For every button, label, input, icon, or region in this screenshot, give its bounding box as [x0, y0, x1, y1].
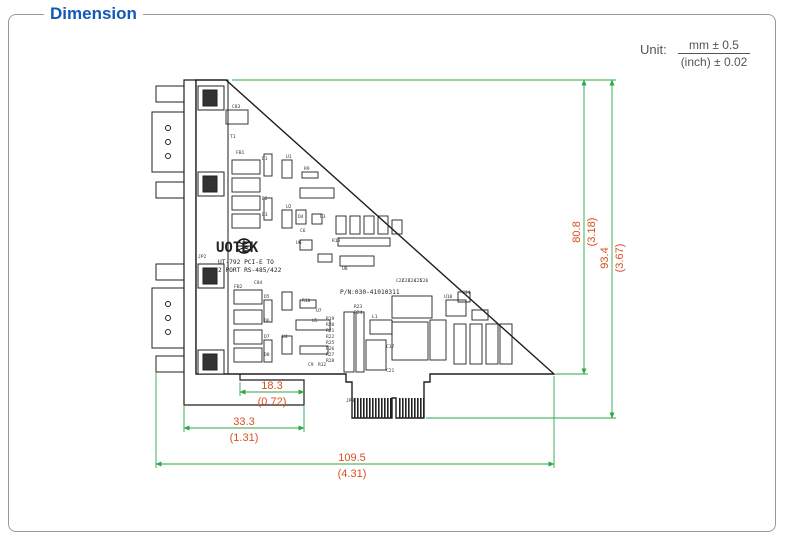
pcb-outline	[195, 79, 556, 419]
silkscreen-label: C83	[232, 104, 241, 110]
port-header-2	[197, 263, 225, 375]
silkscreen-label: U8	[342, 266, 348, 272]
silkscreen-label: U3	[320, 214, 326, 220]
silkscreen-label: U5	[312, 318, 318, 324]
db9-connector-bottom	[151, 263, 185, 373]
silkscreen-label: R28	[326, 358, 335, 364]
silkscreen-label: FB2	[234, 284, 243, 290]
part-number: P/N:030-41010311	[340, 289, 400, 296]
brand-label: UOTEK	[216, 240, 259, 256]
silkscreen-label: D5	[264, 294, 270, 300]
silkscreen-label: C9	[308, 362, 314, 368]
dim-total-height-inch: (3.67)	[614, 244, 626, 273]
silkscreen-label: R26	[326, 346, 335, 352]
pcie-fingers-left	[354, 398, 392, 418]
silkscreen-label: C22	[396, 278, 405, 284]
pcie-fingers-right	[398, 398, 424, 418]
silkscreen-label: T1	[230, 134, 236, 140]
model-line-1: UT-792 PCI-E TO	[218, 259, 274, 266]
silkscreen-label: U4	[282, 334, 288, 340]
silkscreen-label: R24	[354, 310, 363, 316]
unit-numerator: mm ± 0.5	[678, 38, 750, 54]
silkscreen-label: C23	[402, 278, 411, 284]
silkscreen-label: D3	[262, 212, 268, 218]
silkscreen-label: L1	[372, 314, 378, 320]
dim-edge-offset-mm: 33.3	[233, 416, 254, 428]
uotek-logo	[236, 238, 252, 254]
silkscreen-label: U1	[286, 154, 292, 160]
dim-bracket-tab-inch: (0.72)	[258, 396, 287, 408]
unit-denominator: (inch) ± 0.02	[680, 55, 748, 69]
silkscreen-label: JP3	[346, 398, 355, 404]
silkscreen-label: C26	[420, 278, 429, 284]
silkscreen-label: R19	[326, 316, 335, 322]
unit-fraction: mm ± 0.5 (inch) ± 0.02	[678, 38, 750, 69]
model-line-2: 2 PORT RS-485/422	[218, 267, 282, 274]
db9-connector-top	[151, 85, 185, 199]
component-footprints	[225, 109, 513, 373]
port-header-1	[197, 85, 225, 197]
silkscreen-label: C34	[462, 290, 471, 296]
silkscreen-label: R9	[304, 166, 310, 172]
silkscreen-label: R12	[318, 362, 327, 368]
dimension-lines	[155, 79, 616, 468]
silkscreen-label: R22	[326, 334, 335, 340]
silkscreen-label: R23	[354, 304, 363, 310]
silkscreen-label: R25	[326, 340, 335, 346]
dim-total-height-mm: 93.4	[599, 247, 611, 268]
silkscreen-label: JP2	[198, 254, 207, 260]
silkscreen-label: D7	[264, 334, 270, 340]
silkscreen-label: D8	[264, 352, 270, 358]
silkscreen-label: U7	[316, 308, 322, 314]
silkscreen-label: C6	[300, 228, 306, 234]
silkscreen-label: C21	[386, 368, 395, 374]
dim-total-length-mm: 109.5	[338, 452, 366, 464]
silkscreen-label: U2	[286, 204, 292, 210]
silkscreen-label: D2	[262, 196, 268, 202]
dim-total-length-inch: (4.31)	[338, 468, 367, 480]
silkscreen-label: R20	[326, 322, 335, 328]
dim-board-height-mm: 80.8	[571, 221, 583, 242]
dim-edge-offset-inch: (1.31)	[230, 432, 259, 444]
unit-label: Unit:	[640, 42, 667, 57]
silkscreen-label: D4	[298, 214, 304, 220]
silkscreen-label: C25	[414, 278, 423, 284]
silkscreen-label: FB1	[236, 150, 245, 156]
silkscreen-label: C84	[254, 280, 263, 286]
silkscreen-label: D6	[264, 318, 270, 324]
dim-bracket-tab-mm: 18.3	[261, 380, 282, 392]
silkscreen-label: R21	[326, 328, 335, 334]
silkscreen-label: C17	[386, 344, 395, 350]
silkscreen-label: D1	[262, 156, 268, 162]
dim-board-height-inch: (3.18)	[586, 218, 598, 247]
silkscreen-label: U6	[296, 240, 302, 246]
section-title: Dimension	[44, 4, 143, 24]
silkscreen-label: R10	[302, 298, 311, 304]
silkscreen-label: U10	[444, 294, 453, 300]
silkscreen-label: R27	[326, 352, 335, 358]
dimension-frame	[8, 14, 776, 532]
silkscreen-label: C24	[408, 278, 417, 284]
silkscreen-label: R13	[332, 238, 341, 244]
